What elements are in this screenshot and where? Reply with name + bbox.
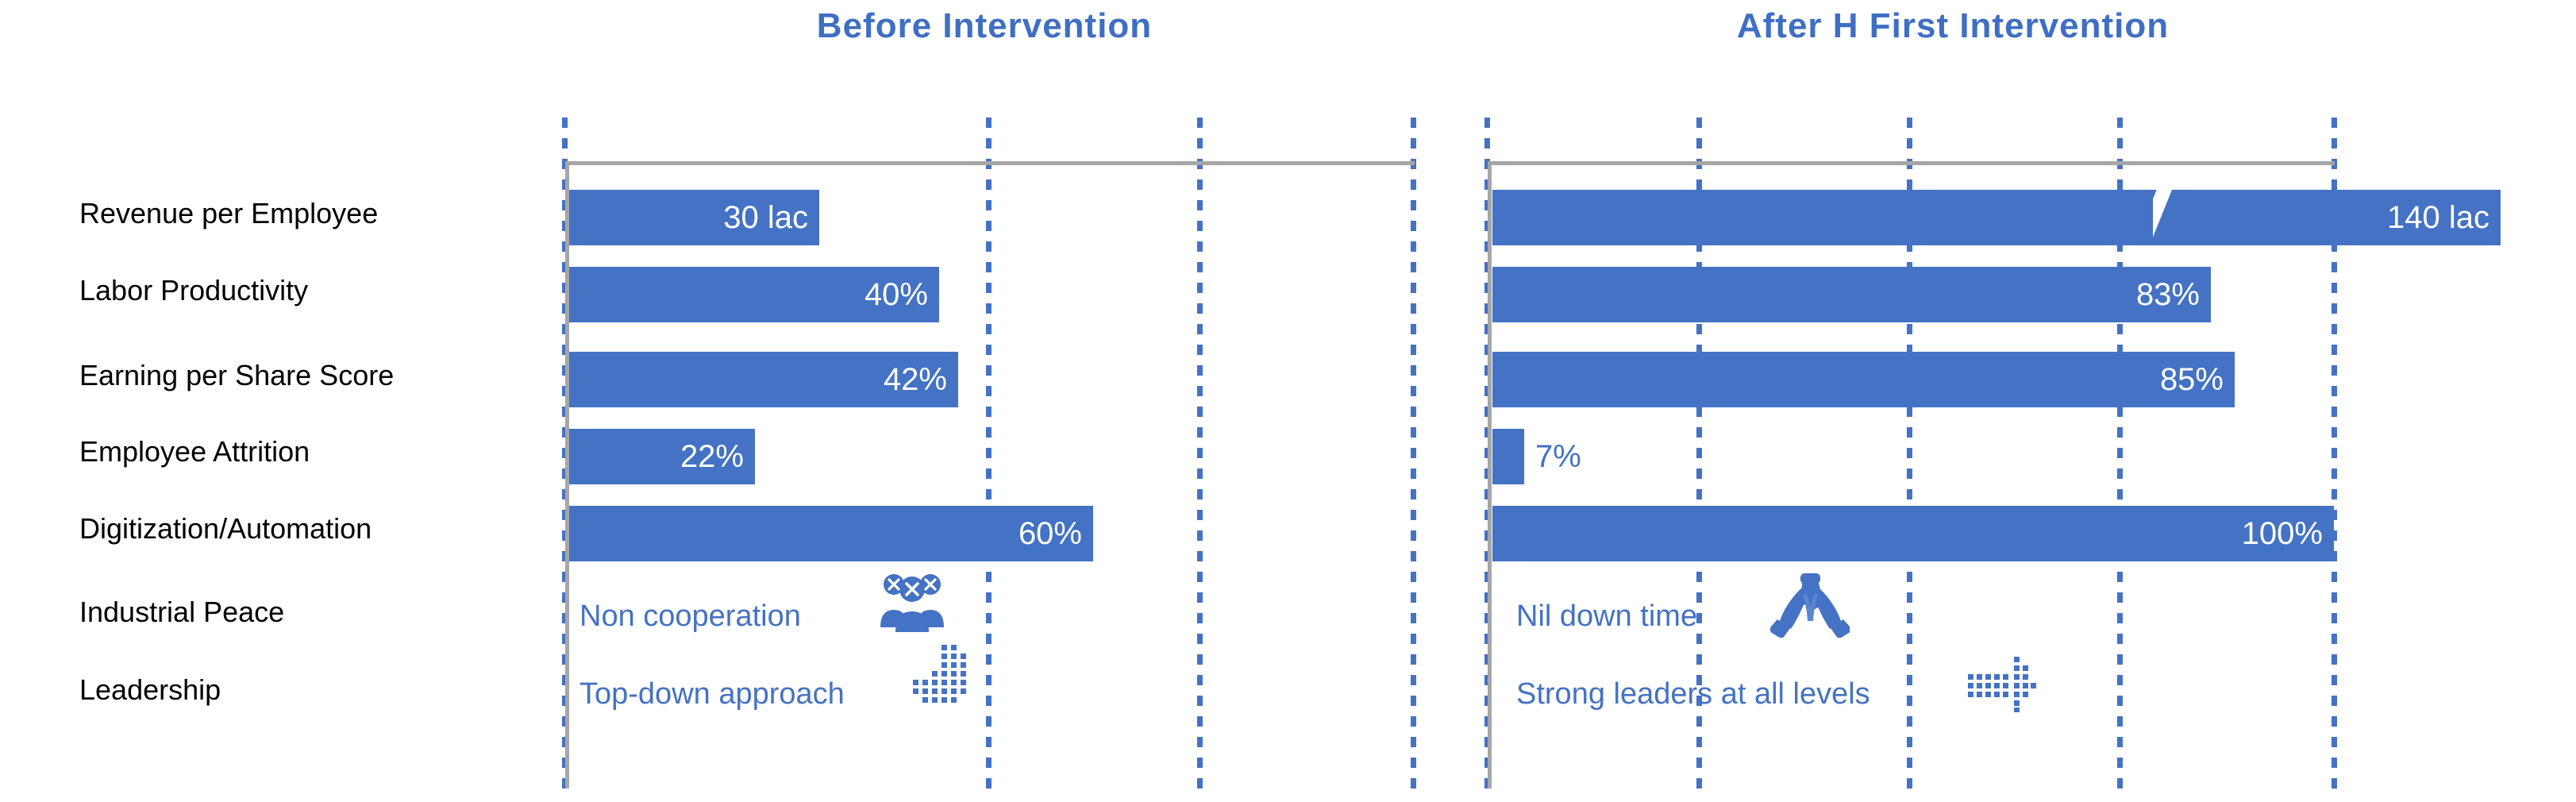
gridline-after-3 [2117,118,2123,789]
panel-title-before: Before Intervention [816,6,1153,45]
bar-value-after-revenue-per-employee: 140 lac [2387,200,2489,235]
gridline-after-0 [1484,118,1490,789]
bar-before-earning-per-share-score [569,352,958,407]
bar-value-before-employee-attrition: 22% [680,439,744,474]
bar-value-before-earning-per-share-score: 42% [883,362,947,397]
note-after-leadership: Strong leaders at all levels [1516,677,1870,711]
note-after-industrial-peace: Nil down time [1516,600,1698,633]
bar-value-before-revenue-per-employee: 30 lac [723,200,808,235]
gridline-after-2 [1907,118,1912,789]
bar-after-labor-productivity [1492,267,2211,322]
axis-after [1488,161,1492,789]
row-label-revenue-per-employee: Revenue per Employee [79,197,379,229]
row-label-leadership: Leadership [79,673,221,706]
baseline-before [565,161,1415,165]
dotted-right-arrow-icon [1966,655,2036,712]
row-label-digitization-automation: Digitization/Automation [79,512,372,545]
bar-before-revenue-per-employee [569,190,819,245]
gridline-after-4 [2331,118,2337,789]
bar-value-after-labor-productivity: 83% [2135,277,2200,312]
gridline-before-1 [986,118,992,789]
gridline-after-1 [1696,118,1702,789]
bar-after-digitization-automation [1492,506,2334,561]
gridline-before-3 [1411,118,1416,789]
bar-before-digitization-automation [569,506,1093,561]
gridline-before-0 [562,118,568,789]
row-label-earning-per-share-score: Earning per Share Score [79,359,395,391]
bar-value-after-employee-attrition: 7% [1535,439,1581,474]
bar-after-revenue-per-employee [1492,190,2501,245]
dotted-down-arrow-icon [911,643,978,704]
panel-title-after: After H First Intervention [1736,6,2170,45]
bar-before-labor-productivity [569,267,939,322]
bar-after-earning-per-share-score [1492,352,2235,407]
bar-value-after-earning-per-share-score: 85% [2159,362,2224,397]
bar-value-before-labor-productivity: 40% [864,277,928,312]
bar-before-employee-attrition [569,429,755,484]
row-label-labor-productivity: Labor Productivity [79,274,309,307]
gridline-before-2 [1197,118,1203,789]
praying-hands-icon [1769,573,1851,638]
people-group-x-icon [878,570,946,634]
bar-value-after-digitization-automation: 100% [2241,516,2323,551]
bar-after-employee-attrition [1492,429,1524,484]
row-label-employee-attrition: Employee Attrition [79,435,310,468]
axis-before [565,161,569,789]
bar-value-before-digitization-automation: 60% [1018,516,1082,551]
baseline-after [1488,161,2335,165]
row-label-industrial-peace: Industrial Peace [79,596,285,628]
note-before-leadership: Top-down approach [580,677,845,711]
note-before-industrial-peace: Non cooperation [580,600,801,633]
